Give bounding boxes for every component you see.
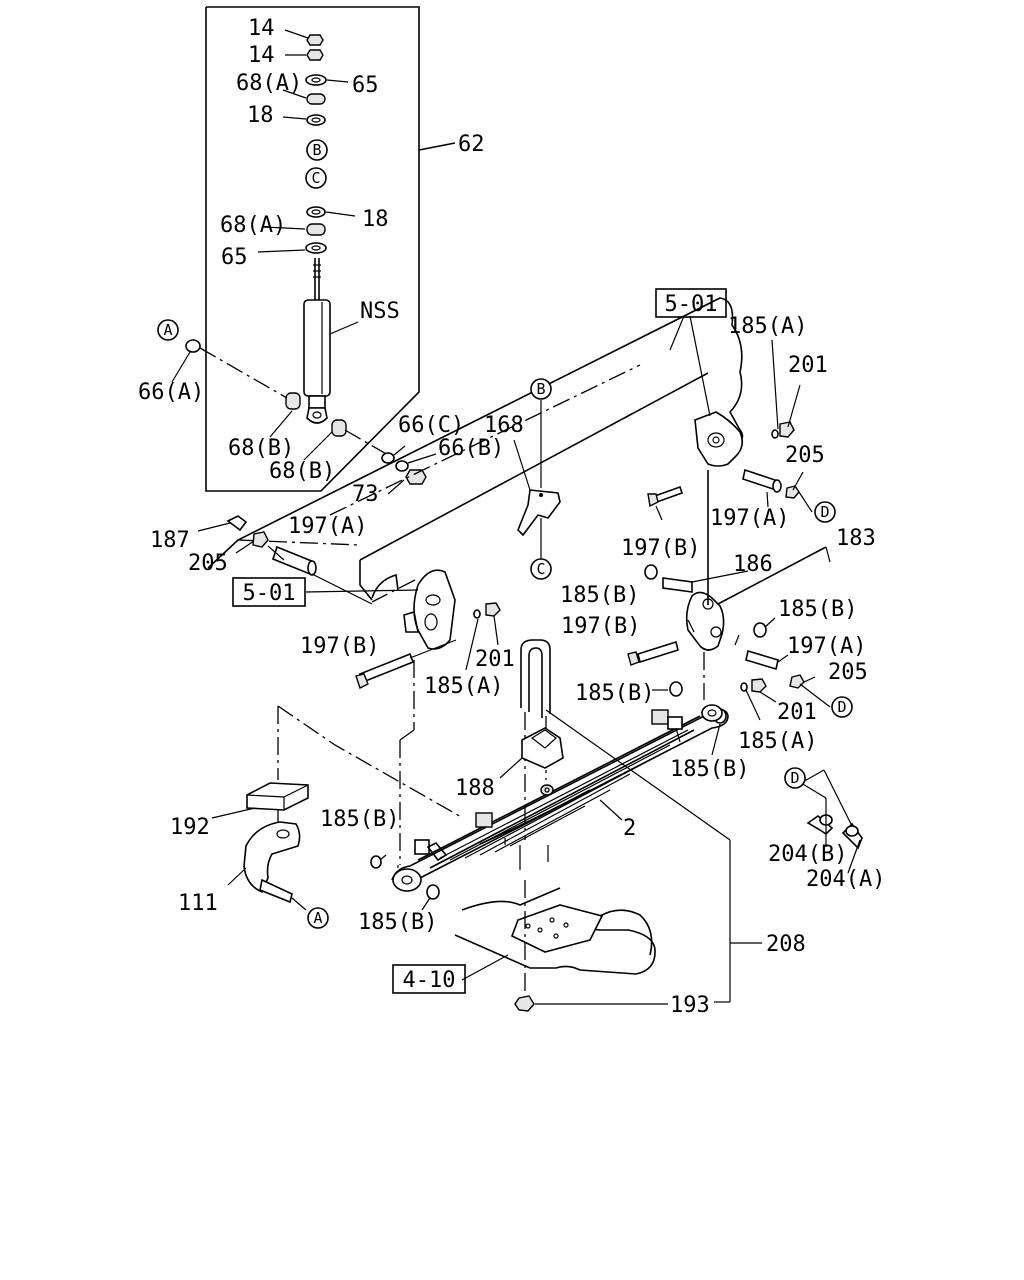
label-66c: 66(C) (398, 413, 464, 438)
label-65-b: 65 (221, 245, 248, 270)
spacer-188 (499, 727, 564, 779)
svg-text:A: A (163, 321, 172, 339)
svg-text:5-01: 5-01 (243, 581, 296, 606)
label-201-b: 201 (475, 647, 515, 672)
label-185b-5: 185(B) (320, 807, 399, 832)
svg-text:C: C (536, 560, 545, 578)
label-205-a: 205 (785, 443, 825, 468)
marker-a-left: A (157, 319, 179, 341)
marker-d-nipple: D (784, 767, 806, 789)
label-168: 168 (484, 413, 524, 438)
label-111: 111 (178, 891, 218, 916)
label-185a-3: 185(A) (738, 729, 817, 754)
label-197b-1: 197(B) (621, 536, 700, 561)
label-205-c: 205 (828, 660, 868, 685)
label-185b-4: 185(B) (670, 757, 749, 782)
label-73: 73 (352, 482, 379, 507)
label-204b: 204(B) (768, 842, 847, 867)
shock-top-hardware (305, 34, 327, 254)
marker-b-mid: B (530, 378, 552, 400)
label-62: 62 (458, 132, 485, 157)
label-185a-1: 185(A) (728, 314, 807, 339)
marker-a-bottom: A (307, 907, 329, 929)
shock-absorber (303, 258, 359, 424)
label-205-b: 205 (188, 551, 228, 576)
bracket-168 (517, 489, 561, 537)
label-14-a: 14 (248, 16, 275, 41)
label-185a-2: 185(A) (424, 674, 503, 699)
marker-c-top: C (305, 167, 327, 189)
label-185b-6: 185(B) (358, 910, 437, 935)
label-185b-1: 185(B) (560, 583, 639, 608)
axle-4-10 (454, 880, 668, 1012)
label-18-b: 18 (362, 207, 389, 232)
label-197a-1: 197(A) (710, 506, 789, 531)
leaf-spring-2 (391, 704, 729, 892)
label-18-a: 18 (247, 103, 274, 128)
label-185b-2: 185(B) (778, 597, 857, 622)
label-185b-3: 185(B) (575, 681, 654, 706)
label-204a: 204(A) (806, 867, 885, 892)
svg-text:B: B (312, 141, 321, 159)
label-68b-1: 68(B) (228, 436, 294, 461)
label-68a-2: 68(A) (220, 213, 286, 238)
label-65-a: 65 (352, 73, 379, 98)
label-183: 183 (836, 526, 876, 551)
label-197a-3: 197(A) (787, 634, 866, 659)
marker-d-lower: D (831, 696, 853, 718)
label-68a-1: 68(A) (236, 71, 302, 96)
svg-text:D: D (790, 769, 799, 787)
label-201-a: 201 (788, 353, 828, 378)
part-labels: 14 14 68(A) 65 18 62 68(A) 18 65 NSS 66(… (138, 16, 885, 1018)
svg-text:C: C (311, 169, 320, 187)
front-bolts (197, 515, 501, 689)
label-197a-2: 197(A) (288, 514, 367, 539)
rear-spring-hanger (694, 411, 744, 467)
svg-text:A: A (313, 909, 322, 927)
ref-box-4-10: 4-10 (392, 964, 466, 994)
shock-absorber-group (205, 6, 456, 492)
front-spring-hanger (403, 569, 456, 650)
ref-box-5-01-upper: 5-01 (655, 288, 727, 318)
label-192: 192 (170, 815, 210, 840)
bracket-111 (227, 810, 307, 911)
label-197b-3: 197(B) (300, 634, 379, 659)
marker-d-upper: D (814, 501, 836, 523)
marker-c-mid: C (530, 558, 552, 580)
u-bolt-208 (520, 639, 762, 1003)
label-66a: 66(A) (138, 380, 204, 405)
label-68b-2: 68(B) (269, 459, 335, 484)
label-186: 186 (733, 552, 773, 577)
label-197b-2: 197(B) (561, 614, 640, 639)
plate-192 (211, 782, 309, 819)
marker-b-top: B (306, 139, 328, 161)
label-208: 208 (766, 932, 806, 957)
shackle-183 (685, 591, 725, 651)
leader-lines (305, 315, 711, 911)
svg-text:4-10: 4-10 (403, 968, 456, 993)
label-2: 2 (623, 816, 636, 841)
label-188: 188 (455, 776, 495, 801)
label-nss: NSS (360, 299, 400, 324)
svg-text:D: D (820, 503, 829, 521)
svg-text:B: B (536, 380, 545, 398)
svg-text:D: D (837, 698, 846, 716)
label-14-b: 14 (248, 43, 275, 68)
label-201-c: 201 (777, 700, 817, 725)
ref-box-5-01-lower: 5-01 (232, 577, 306, 607)
label-66b: 66(B) (438, 436, 504, 461)
label-193: 193 (670, 993, 710, 1018)
label-187: 187 (150, 528, 190, 553)
svg-text:5-01: 5-01 (665, 292, 718, 317)
